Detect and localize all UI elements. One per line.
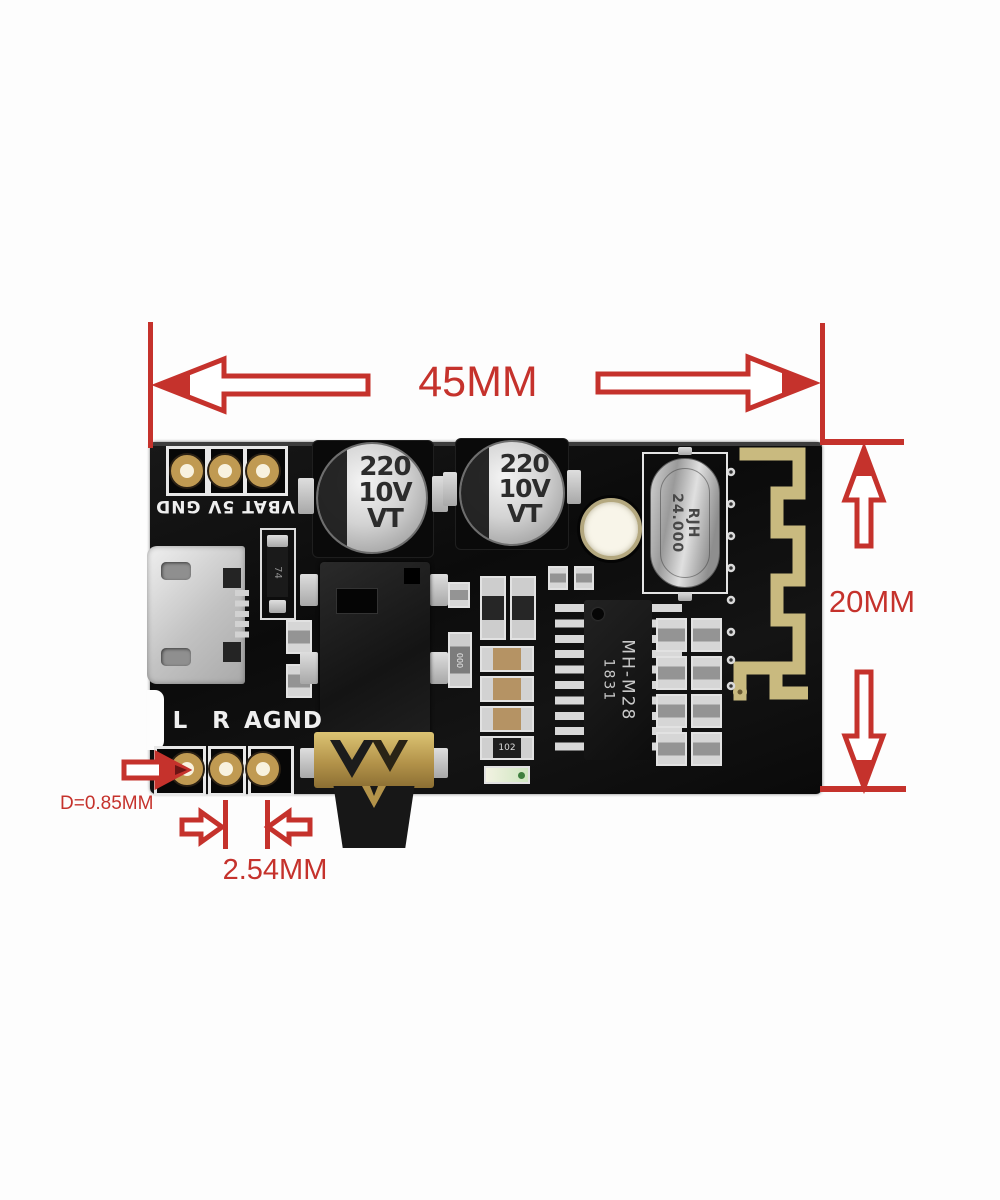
ic-label: MH-M28 1831	[600, 639, 638, 721]
pad-hole-r	[210, 753, 242, 785]
smd-pad	[448, 582, 470, 608]
width-arrow-left	[151, 355, 371, 415]
smd-pad	[548, 566, 568, 590]
crystal-tab-bottom	[678, 592, 692, 601]
capacitor-2-label: 220 10V VT	[498, 449, 551, 529]
diode-marking: 74	[271, 565, 283, 579]
diode-outline: 74	[260, 528, 296, 620]
smd-resistor-vertical	[510, 576, 536, 640]
audio-jack-flange	[314, 732, 434, 788]
width-arrow-right	[595, 353, 821, 413]
pad-hole-agnd	[247, 753, 279, 785]
extension-line-left	[148, 322, 153, 448]
mounting-hole	[580, 498, 642, 560]
electrolytic-capacitor-2: 220 10V VT	[459, 440, 565, 546]
electrolytic-capacitor-1: 220 10V VT	[316, 442, 428, 554]
capacitor-1-tab-left	[298, 478, 314, 514]
height-arrow-up	[841, 441, 887, 549]
pad-hole-5v	[209, 455, 241, 487]
jack-flange-prongs	[330, 740, 408, 778]
smd-resistor	[691, 656, 722, 690]
smd-resistor	[656, 656, 687, 690]
crystal-label: RJH 24.000	[669, 492, 702, 554]
usb-pins	[235, 590, 249, 642]
width-dimension-label: 45MM	[418, 358, 538, 406]
silkscreen-label-r: R	[212, 708, 230, 734]
jack-tab	[300, 748, 318, 778]
pitch-arrow-left	[263, 807, 313, 847]
ic-pin1-dot	[592, 608, 604, 620]
jack-tab	[300, 574, 318, 606]
jack-tab	[430, 574, 448, 606]
smd-resistor	[656, 618, 687, 652]
smd-resistor	[691, 618, 722, 652]
smd-capacitor-tan	[480, 676, 534, 702]
jack-tab	[430, 652, 448, 684]
height-arrow-down	[841, 669, 887, 795]
smd-resistor	[691, 694, 722, 728]
pcb-board: VBAT 5V GND 74 220	[147, 438, 822, 848]
jack-tab	[430, 748, 448, 778]
pitch-arrow-right	[179, 807, 227, 847]
smd-capacitor-tan	[480, 646, 534, 672]
capacitor-2-tab-left	[443, 472, 457, 506]
audio-jack-body	[320, 562, 430, 738]
smd-resistor	[656, 694, 687, 728]
extension-line-right	[820, 323, 825, 443]
pitch-line-left	[223, 800, 228, 849]
pitch-line-right	[265, 800, 270, 849]
jack-tab	[300, 652, 318, 684]
smd-resistor-102: 102	[480, 736, 534, 760]
pad-hole-l	[171, 753, 203, 785]
silkscreen-label-agnd: AGND	[244, 708, 324, 734]
capacitor-2-polarity-stripe	[461, 442, 489, 544]
bluetooth-antenna-trace	[726, 447, 808, 701]
smd-resistor-000: 000	[448, 632, 472, 688]
smd-capacitor-tan	[480, 706, 534, 732]
diode-pad	[269, 600, 286, 613]
jack-slot	[336, 588, 378, 614]
extension-line-bottom-right	[820, 786, 906, 792]
crystal-tab-top	[678, 447, 692, 455]
jack-notch	[404, 568, 420, 584]
usb-dimple-bottom	[161, 648, 191, 666]
smd-led	[484, 766, 530, 784]
extension-line-top-right	[820, 439, 904, 445]
usb-leg-top	[223, 568, 241, 588]
smd-pad	[286, 620, 312, 654]
board-edge-notch	[147, 690, 164, 750]
height-dimension-label: 20MM	[828, 584, 916, 619]
hole-diameter-label: D=0.85MM	[60, 793, 154, 814]
silkscreen-label-l: L	[172, 708, 188, 734]
capacitor-2-tab-right	[567, 470, 581, 504]
crystal-oscillator	[650, 458, 720, 588]
resistor-bank	[656, 618, 722, 766]
capacitor-1-label: 220 10V VT	[358, 451, 412, 534]
jack-barrel-prong	[362, 786, 386, 808]
smd-pad	[574, 566, 594, 590]
pad-hole-gnd	[247, 455, 279, 487]
diode-cathode-band	[267, 535, 288, 547]
silkscreen-power-pads-label: VBAT 5V GND	[155, 496, 295, 516]
smd-resistor	[656, 732, 687, 766]
pad-hole-vbat	[171, 455, 203, 487]
ic-mh-m28: MH-M28 1831	[584, 600, 652, 760]
castellation-vias	[726, 467, 736, 691]
diode-body: 74	[267, 535, 288, 597]
usb-dimple-top	[161, 562, 191, 580]
audio-jack-barrel	[333, 786, 415, 848]
capacitor-1-polarity-stripe	[318, 444, 348, 552]
micro-usb-connector	[147, 546, 249, 684]
usb-leg-bottom	[223, 642, 241, 662]
smd-resistor-vertical	[480, 576, 506, 640]
smd-resistor	[691, 732, 722, 766]
led-die	[518, 772, 525, 779]
pitch-dimension-label: 2.54MM	[222, 854, 328, 886]
ic-pins-left	[555, 604, 585, 757]
